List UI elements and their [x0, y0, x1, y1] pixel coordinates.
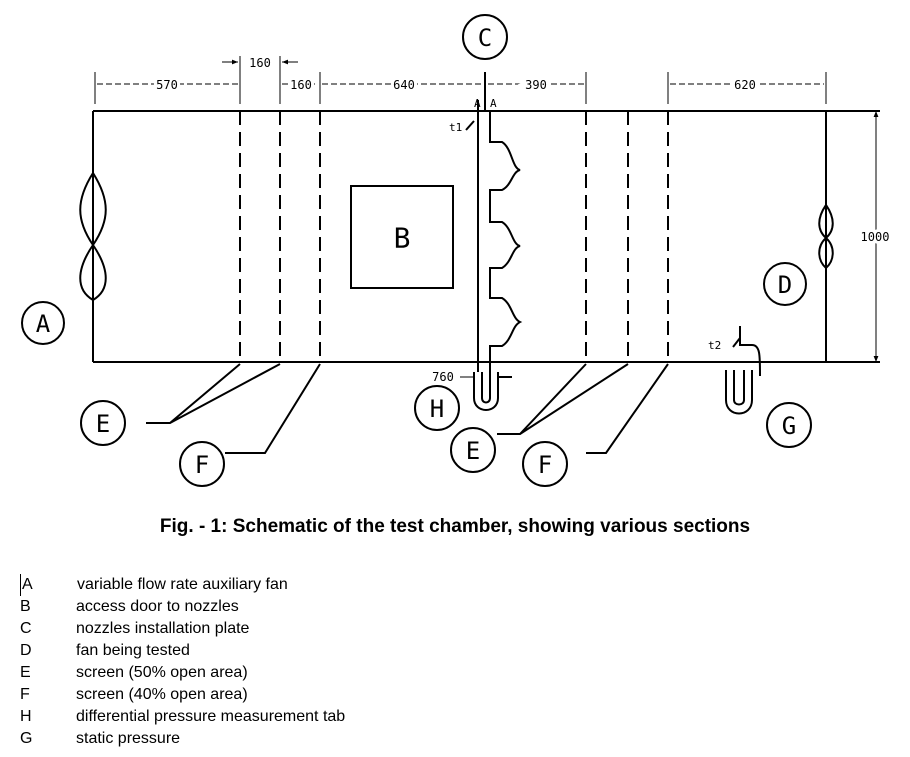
- label-circle-e-left: [80, 400, 126, 446]
- leader-e-right: [497, 363, 629, 435]
- leader-f-right: [586, 363, 669, 454]
- label-circle-c: [462, 14, 508, 60]
- dim-label-160-low: 160: [290, 78, 312, 92]
- auxiliary-fan-icon: [79, 171, 107, 302]
- leader-f-left: [225, 363, 321, 454]
- dim-label-1000: 1000: [861, 230, 890, 244]
- legend-key: D: [20, 642, 32, 659]
- dim-label-160-top: 160: [249, 56, 271, 70]
- test-chamber-schematic: C A B D E F H E F G 570 160 160 640 390 …: [21, 14, 890, 487]
- legend-key: B: [20, 598, 31, 615]
- legend-text: access door to nozzles: [76, 598, 239, 615]
- letter-f-left: F: [195, 451, 209, 479]
- label-t1: t1: [449, 121, 462, 134]
- legend-text: fan being tested: [76, 642, 190, 659]
- letter-c: C: [478, 24, 492, 52]
- legend-key: E: [20, 664, 31, 681]
- label-circle-f-left: [179, 441, 225, 487]
- dim-label-640: 640: [393, 78, 415, 92]
- legend-key: C: [20, 620, 32, 637]
- t2-tick: [732, 337, 741, 348]
- legend-text: differential pressure measurement tab: [76, 708, 346, 725]
- letter-b: B: [394, 222, 411, 255]
- manometer-g-icon: [725, 370, 753, 415]
- tap-label-right: A: [490, 97, 497, 110]
- dim-label-570: 570: [156, 78, 178, 92]
- letter-e-left: E: [96, 410, 110, 438]
- legend-key: F: [20, 686, 30, 703]
- legend-text: static pressure: [76, 730, 181, 747]
- label-t2: t2: [708, 339, 721, 352]
- label-circle-f-right: [522, 441, 568, 487]
- tested-fan-icon: [818, 203, 834, 270]
- letter-a: A: [36, 310, 51, 338]
- legend-text: nozzles installation plate: [76, 620, 250, 637]
- label-circle-h: [414, 385, 460, 431]
- letter-f-right: F: [538, 451, 552, 479]
- legend-key: H: [20, 708, 32, 725]
- letter-d: D: [778, 271, 792, 299]
- legend-key: G: [20, 730, 33, 747]
- letter-h: H: [430, 395, 444, 423]
- legend-key: A: [20, 574, 77, 596]
- leader-e-left: [146, 363, 281, 424]
- manometer-h-icon: [473, 372, 499, 411]
- tap-label-left: A: [474, 97, 481, 110]
- letter-e-right: E: [466, 437, 480, 465]
- static-tap-tube: [739, 326, 761, 376]
- legend-text: variable flow rate auxiliary fan: [77, 576, 288, 593]
- dim-label-760: 760: [432, 370, 454, 384]
- figure-caption: Fig. - 1: Schematic of the test chamber,…: [159, 516, 751, 537]
- legend-text: screen (40% open area): [76, 686, 248, 703]
- legend-text: screen (50% open area): [76, 664, 248, 681]
- label-circle-a: [21, 301, 65, 345]
- label-circle-d: [763, 262, 807, 306]
- nozzle-plate-profile: [489, 111, 523, 372]
- letter-g: G: [782, 412, 796, 440]
- label-circle-g: [766, 402, 812, 448]
- label-circle-e-right: [450, 427, 496, 473]
- access-door-box: [350, 185, 454, 289]
- dim-label-390: 390: [525, 78, 547, 92]
- t1-tick: [465, 120, 475, 131]
- dim-label-620: 620: [734, 78, 756, 92]
